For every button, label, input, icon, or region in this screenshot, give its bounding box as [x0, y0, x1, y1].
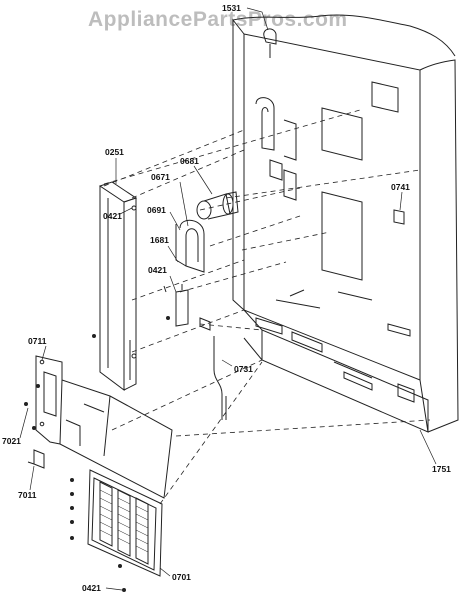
screw: [122, 588, 126, 592]
grille-0701: [87, 469, 163, 577]
screw: [36, 384, 40, 388]
callout-0681: 0681: [180, 156, 199, 166]
bracket-7011: [27, 449, 45, 469]
leader-lines: [19, 7, 437, 591]
watermark: AppliancePartsPros.com: [88, 8, 348, 31]
screw: [70, 506, 74, 510]
callout-labels: 1531 0251 0681 0671 0741 0691 0421 1681 …: [2, 3, 451, 593]
fan-bracket-0691: [175, 219, 205, 273]
callout-0741: 0741: [391, 182, 410, 192]
screw: [118, 564, 122, 568]
callout-0421-top: 0421: [103, 211, 122, 221]
callout-0711: 0711: [28, 336, 47, 346]
callout-0691: 0691: [147, 205, 166, 215]
callout-7021: 7021: [2, 436, 21, 446]
callout-0701: 0701: [172, 572, 191, 582]
screws: [24, 316, 170, 592]
screw: [32, 426, 36, 430]
screw: [70, 536, 74, 540]
callout-0731: 0731: [234, 364, 253, 374]
sensor-1681: [163, 284, 189, 327]
callout-7011: 7011: [18, 490, 37, 500]
rear-cover-0711: [35, 355, 173, 499]
screw: [92, 334, 96, 338]
callout-0421-mid: 0421: [148, 265, 167, 275]
wire-harness-0731: [199, 317, 227, 420]
callout-1531: 1531: [222, 3, 241, 13]
callout-1681: 1681: [150, 235, 169, 245]
duct-cover-0251: [98, 181, 138, 391]
alignment-lines: [103, 109, 431, 505]
cabinet-rear-wall: [232, 14, 459, 433]
callout-0251: 0251: [105, 147, 124, 157]
fan-motor-0681: [196, 191, 239, 220]
callout-1751: 1751: [432, 464, 451, 474]
screw: [70, 492, 74, 496]
callout-0671: 0671: [151, 172, 170, 182]
screw: [24, 402, 28, 406]
screw: [70, 478, 74, 482]
screw: [70, 520, 74, 524]
callout-0421-bottom: 0421: [82, 583, 101, 593]
screw: [166, 316, 170, 320]
